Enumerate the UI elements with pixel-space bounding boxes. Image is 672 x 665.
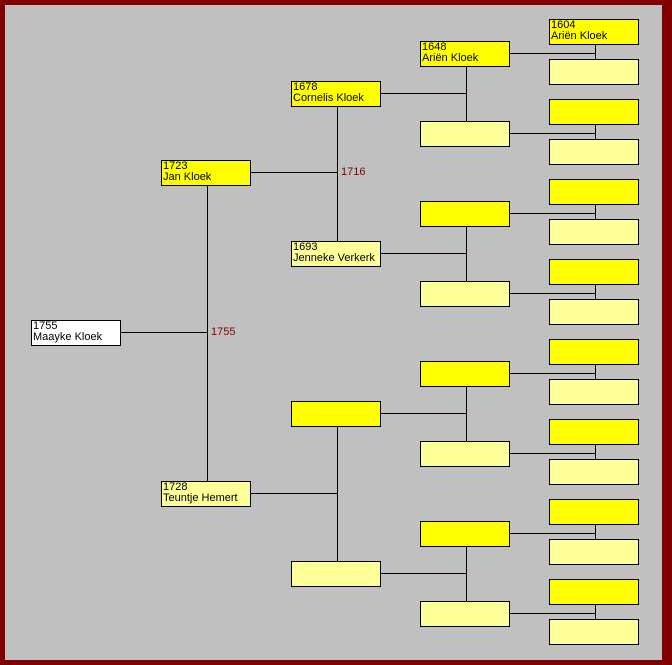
person-box-mother[interactable]: [420, 601, 510, 627]
person-box-father[interactable]: [549, 419, 639, 445]
person-birth-year: 1723: [163, 160, 188, 172]
person-box-father[interactable]: [549, 579, 639, 605]
person-box-mother[interactable]: [549, 59, 639, 85]
person-box-mother[interactable]: [549, 539, 639, 565]
person-name: Jenneke Verkerk: [293, 252, 375, 264]
person-box-father[interactable]: [420, 201, 510, 227]
person-birth-year: 1728: [163, 481, 188, 493]
person-box-father[interactable]: [549, 499, 639, 525]
person-name: Maayke Kloek: [33, 331, 103, 343]
marriage-year: 1755: [211, 326, 236, 338]
person-birth-year: 1648: [422, 41, 447, 53]
connector-lines: [119, 44, 596, 620]
person-box-mother[interactable]: [549, 139, 639, 165]
person-box-father[interactable]: [291, 401, 381, 427]
person-box-mother[interactable]: [549, 379, 639, 405]
person-box-father[interactable]: [549, 339, 639, 365]
person-box-father[interactable]: [420, 521, 510, 547]
person-box-mother[interactable]: [420, 281, 510, 307]
person-box-mother[interactable]: [291, 561, 381, 587]
person-name: Cornelis Kloek: [293, 92, 364, 104]
person-box-mother[interactable]: [549, 619, 639, 645]
marriage-year: 1716: [341, 166, 366, 178]
person-box-mother[interactable]: [420, 441, 510, 467]
person-name: Ariën Kloek: [422, 52, 479, 64]
person-box-father[interactable]: [420, 361, 510, 387]
person-box-mother[interactable]: [420, 121, 510, 147]
person-birth-year: 1755: [33, 320, 58, 332]
person-birth-year: 1693: [293, 241, 318, 253]
person-box-mother[interactable]: [549, 299, 639, 325]
person-box-father[interactable]: [549, 99, 639, 125]
person-box-mother[interactable]: [549, 219, 639, 245]
person-name: Jan Kloek: [163, 171, 212, 183]
person-box-father[interactable]: [549, 179, 639, 205]
person-box-mother[interactable]: [549, 459, 639, 485]
person-birth-year: 1604: [551, 19, 576, 31]
person-name: Ariën Kloek: [551, 30, 608, 42]
person-birth-year: 1678: [293, 81, 318, 93]
person-name: Teuntje Hemert: [163, 492, 238, 504]
person-box-father[interactable]: [549, 259, 639, 285]
